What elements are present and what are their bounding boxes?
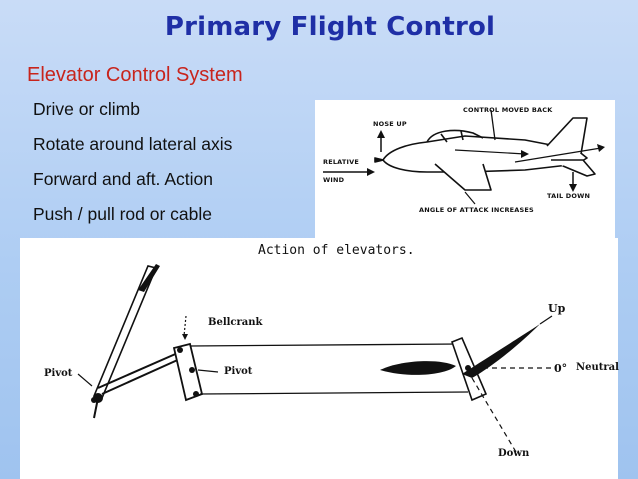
- down-label: Down: [498, 448, 530, 459]
- bullet-item: Rotate around lateral axis: [33, 134, 233, 154]
- relative-label: RELATIVE: [323, 158, 360, 166]
- linkage-drawing: [77, 264, 553, 453]
- control-moved-back-label: CONTROL MOVED BACK: [463, 106, 553, 114]
- bullet-item: Forward and aft. Action: [33, 169, 213, 189]
- pivot-left-label: Pivot: [44, 368, 73, 379]
- nose-up-label: NOSE UP: [373, 120, 407, 128]
- bullet-item: Drive or climb: [33, 99, 140, 119]
- tail-down-label: TAIL DOWN: [547, 192, 591, 200]
- elevator-linkage-diagram: Bellcrank Pivot Pivot Up 0° Neutral Down: [20, 238, 619, 479]
- up-label: Up: [548, 302, 566, 315]
- figure-caption: Action of elevators.: [258, 243, 415, 258]
- slide-subtitle: Elevator Control System: [27, 64, 243, 86]
- slide-title: Primary Flight Control: [164, 12, 496, 42]
- zero-degree-label: 0°: [554, 362, 568, 375]
- bullet-item: Push / pull rod or cable: [33, 204, 212, 224]
- bellcrank-label: Bellcrank: [208, 317, 263, 328]
- airplane-diagram: NOSE UP CONTROL MOVED BACK RELATIVE WIND…: [315, 100, 615, 240]
- bullet-list: Drive or climb Rotate around lateral axi…: [33, 97, 232, 237]
- wind-label: WIND: [323, 176, 345, 184]
- neutral-label: Neutral: [576, 362, 619, 373]
- airplane-drawing: [323, 109, 605, 205]
- angle-of-attack-label: ANGLE OF ATTACK INCREASES: [419, 206, 534, 214]
- pivot-center-label: Pivot: [224, 366, 253, 377]
